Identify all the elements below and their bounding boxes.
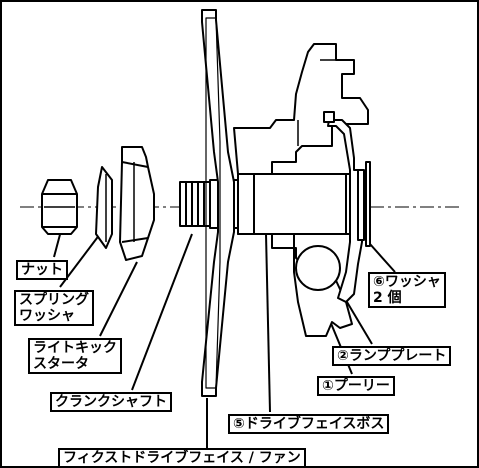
label-ramp-plate-text: ②ランププレート [337, 348, 447, 364]
label-washer-line2: 2 個 [373, 290, 402, 306]
ramp-plate-part [323, 111, 363, 303]
label-light-kick-starter: ライトキック スタータ [28, 338, 122, 374]
label-nut-text: ナット [21, 262, 63, 278]
washer-part [357, 161, 371, 247]
label-spring-washer: スプリング ワッシャ [14, 290, 94, 326]
label-washer: ⑥ワッシャ 2 個 [368, 272, 446, 308]
label-pulley-text: ①プーリー [322, 378, 390, 394]
label-fixed-drive-face-fan: フィクストドライブフェイス / ファン [58, 448, 306, 466]
drive-face-boss-part [237, 173, 357, 235]
label-drive-face-boss: ⑤ドライブフェイスボス [228, 414, 390, 434]
label-spring-washer-line2: ワッシャ [19, 308, 75, 324]
label-nut: ナット [16, 260, 68, 280]
label-light-kick-starter-line2: スタータ [33, 356, 89, 372]
label-light-kick-starter-line1: ライトキック [33, 340, 117, 356]
fixed-drive-face-part [201, 9, 235, 397]
light-kick-starter-part [119, 146, 155, 261]
label-crankshaft: クランクシャフト [50, 392, 172, 412]
label-crankshaft-text: クランクシャフト [55, 394, 167, 410]
label-drive-face-boss-text: ⑤ドライブフェイスボス [233, 416, 385, 432]
label-fixed-drive-face-fan-text: フィクストドライブフェイス / ファン [63, 450, 301, 466]
nut-part [41, 179, 78, 235]
label-ramp-plate: ②ランププレート [332, 346, 452, 366]
pulley-part [233, 43, 369, 337]
roller-weight [295, 245, 341, 291]
label-washer-line1: ⑥ワッシャ [373, 274, 441, 290]
label-spring-washer-line1: スプリング [19, 292, 89, 308]
label-pulley: ①プーリー [317, 376, 395, 396]
spring-washer-part [95, 166, 113, 249]
